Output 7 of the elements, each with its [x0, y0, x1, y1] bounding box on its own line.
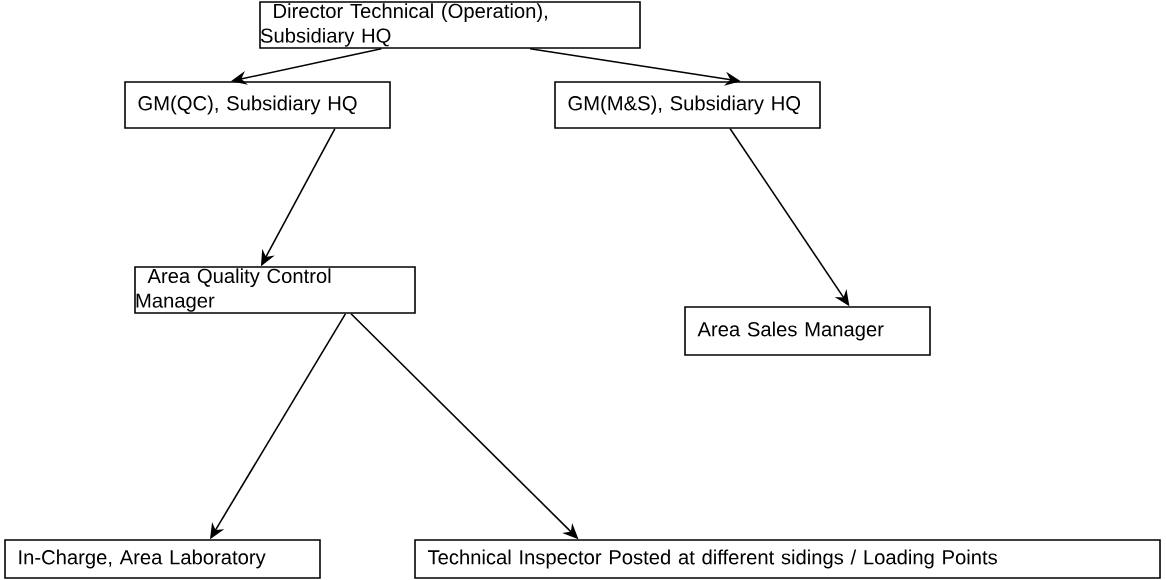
org-box: Area Sales Manager	[684, 306, 931, 356]
org-box: GM(M&S), Subsidiary HQ	[554, 81, 821, 129]
org-box: In-Charge, Area Laboratory	[4, 539, 321, 579]
org-box: Area Quality Control Manager	[134, 266, 416, 314]
org-box: Technical Inspector Posted at different sidings / Loading Points	[414, 539, 1161, 579]
org-box: Director Technical (Operation), Subsidiary HQ	[259, 1, 641, 49]
org-box: GM(QC), Subsidiary HQ	[124, 81, 391, 129]
